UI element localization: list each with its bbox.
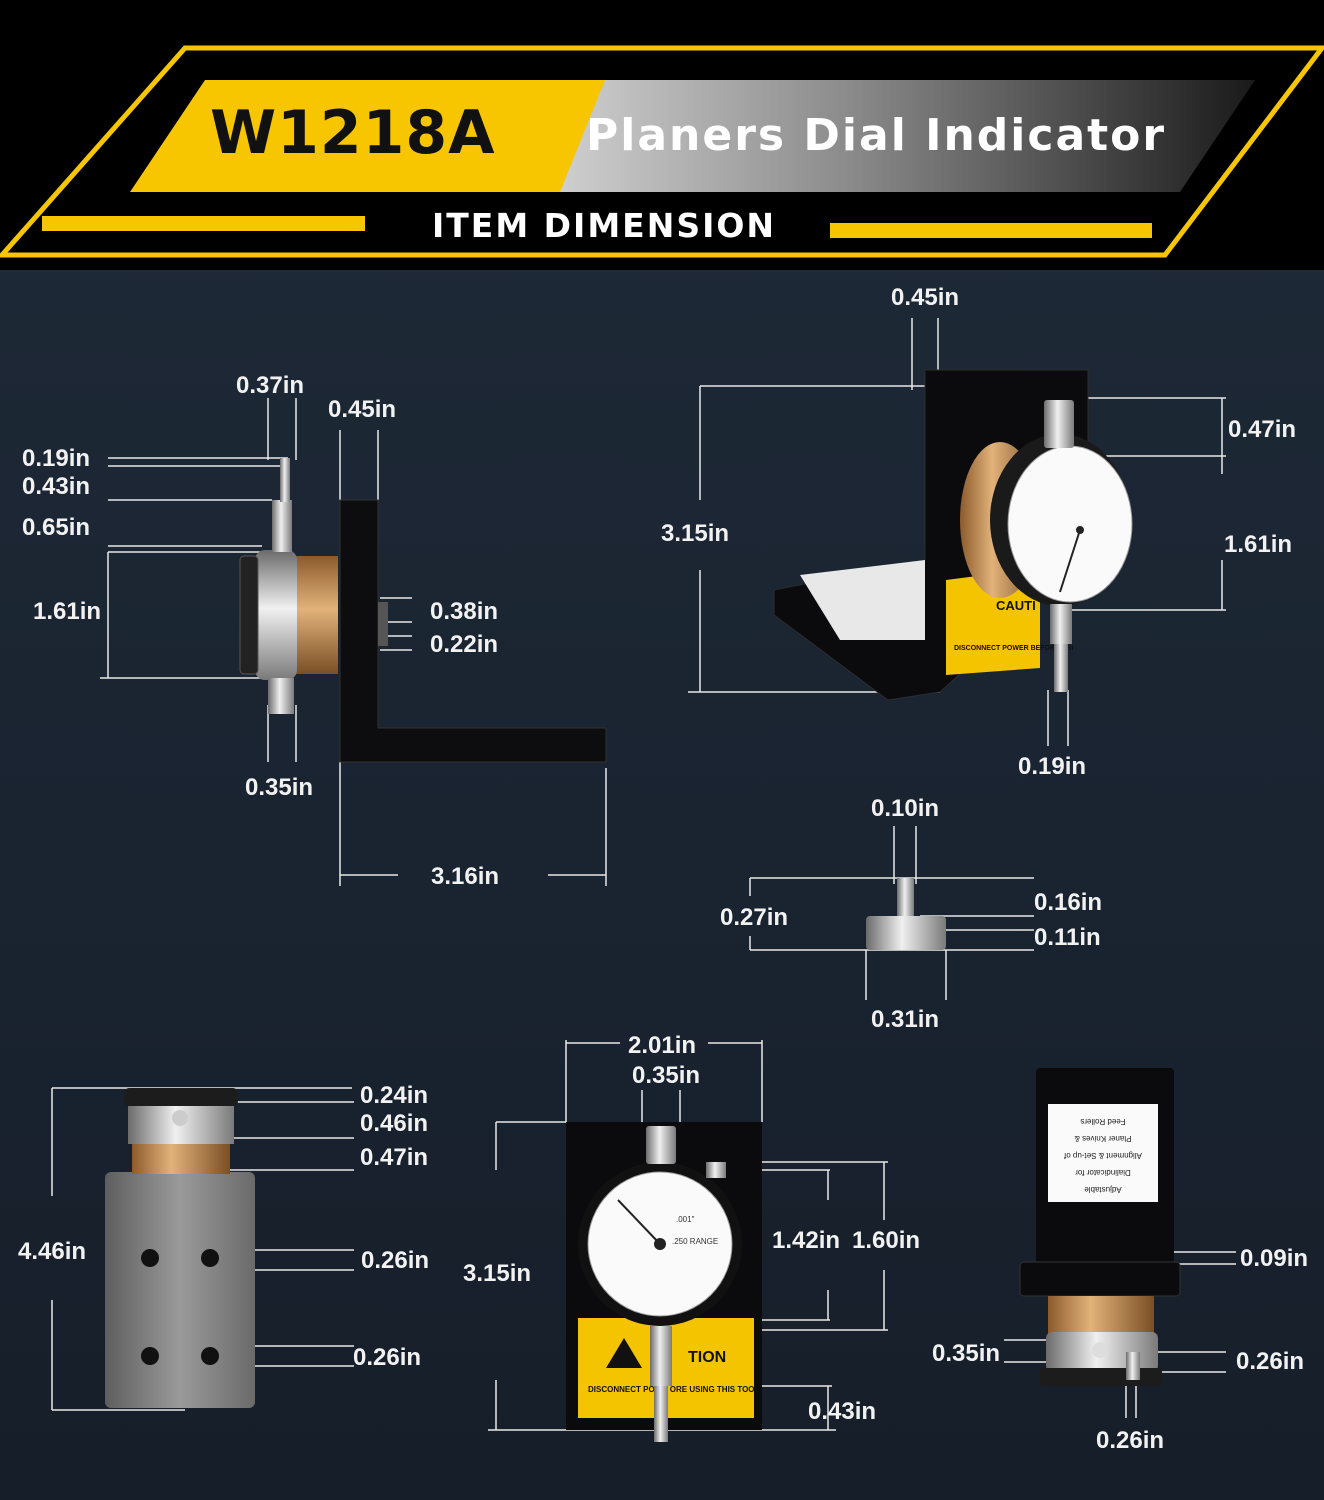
dim-bottom-plate: 0.09in	[1240, 1245, 1309, 1272]
dim-front-height: 3.15in	[463, 1260, 532, 1287]
dim-side-plunger: 0.43in	[22, 473, 91, 500]
thumb-screw	[866, 878, 946, 950]
dim-side-base-length: 3.16in	[431, 863, 500, 890]
dim-front-dial-outer: 1.60in	[852, 1227, 921, 1254]
dim-iso-dial-height: 1.61in	[1224, 531, 1293, 558]
iso-view-product: CAUTI DISCONNECT POWER BEFORE USI	[773, 369, 1133, 701]
dim-side-screw-b: 0.22in	[430, 631, 499, 658]
dim-screw-head-height: 0.11in	[1034, 924, 1101, 951]
dim-back-hole-b: 0.26in	[353, 1344, 422, 1371]
dim-back-knob: 0.24in	[360, 1082, 429, 1109]
dim-bottom-screw-width: 0.26in	[1096, 1427, 1165, 1454]
dim-back-height: 4.46in	[18, 1238, 87, 1265]
caution-label: CAUTI	[996, 598, 1036, 613]
dim-side-bracket-thickness: 0.45in	[328, 396, 397, 423]
section-title: ITEM DIMENSION	[432, 206, 777, 245]
dim-side-screw-a: 0.38in	[430, 598, 499, 625]
disconnect-front-label: DISCONNECT POWE ORE USING THIS TOOL	[588, 1385, 760, 1394]
dim-screw-thread-length: 0.16in	[1034, 889, 1103, 916]
caution-front-label: TION	[688, 1349, 726, 1366]
dim-front-width: 2.01in	[628, 1032, 697, 1059]
dim-back-collar: 0.46in	[360, 1110, 429, 1137]
dim-back-hole-a: 0.26in	[361, 1247, 430, 1274]
svg-text:Planer Knives &: Planer Knives &	[1074, 1134, 1132, 1143]
dim-screw-thread: 0.10in	[871, 795, 940, 822]
svg-text:Adjustable: Adjustable	[1084, 1185, 1122, 1194]
label-card: Adjustable Dialindicator for Alignment &…	[1063, 1117, 1142, 1194]
dial-unit-label: .001"	[676, 1215, 695, 1224]
svg-text:Dialindicator for: Dialindicator for	[1075, 1168, 1131, 1177]
dim-screw-height: 0.27in	[720, 904, 789, 931]
model-number: W1218A	[210, 98, 496, 168]
dim-iso-bracket-thickness: 0.45in	[891, 284, 960, 311]
dim-iso-cap: 0.47in	[1228, 416, 1297, 443]
bottom-view-product: Adjustable Dialindicator for Alignment &…	[1019, 1068, 1181, 1386]
dim-side-tip: 0.19in	[22, 445, 91, 472]
dim-side-stem: 0.65in	[22, 514, 91, 541]
dim-iso-height: 3.15in	[661, 520, 730, 547]
dim-screw-head-width: 0.31in	[871, 1006, 940, 1033]
side-view-product	[239, 458, 607, 763]
disconnect-label: DISCONNECT POWER BEFORE USI	[954, 645, 1073, 652]
dim-back-brass: 0.47in	[360, 1144, 429, 1171]
dim-bottom-knob: 0.35in	[932, 1340, 1001, 1367]
dim-front-cap: 0.35in	[632, 1062, 701, 1089]
back-view-product	[105, 1088, 255, 1408]
svg-text:Feed Rollers: Feed Rollers	[1080, 1117, 1125, 1126]
header-banner	[0, 0, 1324, 270]
dim-front-dial-inner: 1.42in	[772, 1227, 841, 1254]
dim-side-shaft-width: 0.37in	[236, 372, 305, 399]
dim-iso-tip: 0.19in	[1018, 753, 1087, 780]
dim-side-bottom-stem: 0.35in	[245, 774, 314, 801]
front-view-product: TION DISCONNECT POWE ORE USING THIS TOOL…	[566, 1122, 762, 1442]
product-title: Planers Dial Indicator	[586, 110, 1167, 161]
dial-range-label: .250 RANGE	[672, 1237, 718, 1246]
svg-text:Alignment & Set-up of: Alignment & Set-up of	[1063, 1151, 1142, 1160]
dim-front-tip: 0.43in	[808, 1398, 877, 1425]
dim-bottom-screw: 0.26in	[1236, 1348, 1305, 1375]
dim-side-dial-height: 1.61in	[33, 598, 102, 625]
